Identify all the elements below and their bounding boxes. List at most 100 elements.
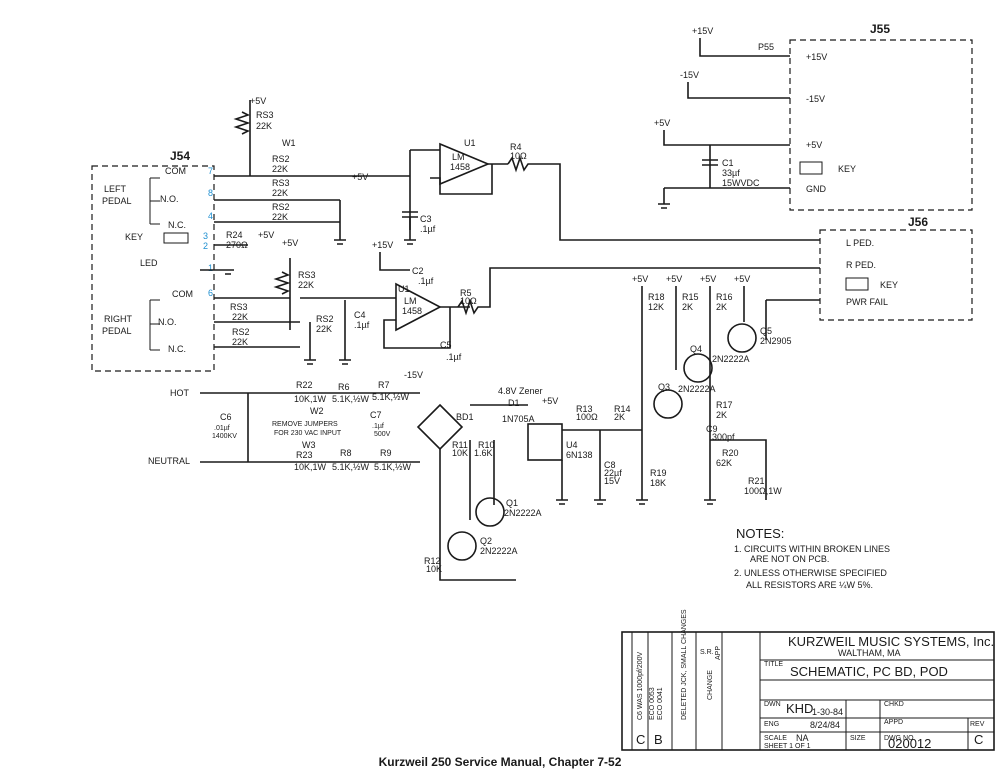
j55-label: J55 bbox=[870, 22, 890, 36]
rail-5v-top: +5V bbox=[250, 96, 266, 106]
q2-symbol bbox=[447, 531, 477, 561]
rail-drops bbox=[641, 286, 745, 500]
left-pedal-switch bbox=[149, 177, 160, 225]
pin-3: 3 bbox=[203, 231, 208, 241]
rail-5v-rs3c: +5V bbox=[282, 238, 298, 248]
rail-5v-r18: +5V bbox=[632, 274, 648, 284]
rail-15v-u1: +15V bbox=[372, 240, 393, 250]
c9-val: 300pf bbox=[712, 432, 735, 442]
q4-ref: Q4 bbox=[690, 344, 702, 354]
sheet-label: SHEET 1 OF 1 bbox=[764, 743, 811, 750]
r12-ref: R12 bbox=[424, 556, 441, 566]
w3-label: W3 bbox=[302, 440, 316, 450]
page-caption: Kurzweil 250 Service Manual, Chapter 7-5… bbox=[378, 755, 622, 769]
no-left-label: N.O. bbox=[160, 194, 179, 204]
r4-ref: R4 bbox=[510, 142, 522, 152]
change-col-label: CHANGE bbox=[707, 670, 714, 700]
note-1-line-2: ARE NOT ON PCB. bbox=[750, 554, 829, 564]
nc-left-label: N.C. bbox=[168, 220, 186, 230]
q1-part: 2N2222A bbox=[504, 508, 542, 518]
j54-region: J54 LEFT PEDAL RIGHT PEDAL COM N.O. N.C.… bbox=[91, 149, 215, 372]
q4-part: 2N2222A bbox=[712, 354, 750, 364]
rail-5v-q5: +5V bbox=[734, 274, 750, 284]
w2-label: W2 bbox=[310, 406, 324, 416]
rs3c-ref: RS3 bbox=[298, 270, 316, 280]
r11-val: 10K bbox=[452, 448, 468, 458]
u1a-lm: LM bbox=[452, 152, 465, 162]
j55-region: J55 P55 +15V -15V +5V +15V -15V +5V KEY … bbox=[654, 22, 973, 211]
rs3c-val: 22K bbox=[298, 280, 314, 290]
q4-symbol bbox=[683, 353, 713, 383]
rail-m15v-u1: -15V bbox=[404, 370, 423, 380]
rev-c-letter: C bbox=[636, 732, 645, 747]
left-pedal-label-2: PEDAL bbox=[102, 196, 132, 206]
c2-ref: C2 bbox=[412, 266, 424, 276]
drawn-date: 1-30-84 bbox=[812, 707, 843, 717]
r13-val: 100Ω bbox=[576, 412, 598, 422]
r6-val: 5.1K,½W bbox=[332, 394, 370, 404]
c5-val: .1µf bbox=[446, 352, 462, 362]
bd1-label: BD1 bbox=[456, 412, 474, 422]
r8-val: 5.1K,½W bbox=[332, 462, 370, 472]
q5-symbol bbox=[727, 323, 757, 353]
c4-ref: C4 bbox=[354, 310, 366, 320]
q3-ref: Q3 bbox=[658, 382, 670, 392]
j55-broken-outline bbox=[789, 39, 973, 211]
c1-val: 33µf bbox=[722, 168, 740, 178]
pedal-wires bbox=[214, 175, 410, 348]
company-name: KURZWEIL MUSIC SYSTEMS, Inc. bbox=[788, 634, 994, 649]
c9-ref: C9 bbox=[706, 424, 718, 434]
hot-label: HOT bbox=[170, 388, 190, 398]
q3-part: 2N2222A bbox=[678, 384, 716, 394]
c8-rating: 15V bbox=[604, 476, 620, 486]
c6-val: .01µf bbox=[214, 425, 230, 432]
note-1-line-1: 1. CIRCUITS WITHIN BROKEN LINES bbox=[734, 544, 890, 554]
j55-line-m15v: -15V bbox=[806, 94, 825, 104]
rs2b-val: 22K bbox=[272, 212, 288, 222]
r4-val: 10Ω bbox=[510, 151, 527, 161]
r14-val: 2K bbox=[614, 412, 625, 422]
rs2a-ref: RS2 bbox=[272, 154, 290, 164]
q5-ref: Q5 bbox=[760, 326, 772, 336]
c1-ref: C1 bbox=[722, 158, 734, 168]
j54-broken-outline bbox=[91, 165, 215, 372]
rev-value: C bbox=[974, 732, 983, 747]
rail-m15v-j55: -15V bbox=[680, 70, 699, 80]
dwg-no: 020012 bbox=[888, 736, 931, 751]
pin-8: 8 bbox=[208, 188, 213, 198]
ac-input: HOT NEUTRAL C6 .01µf 1400KV R22 10K,1W R… bbox=[148, 380, 642, 581]
r18-val: 12K bbox=[648, 302, 664, 312]
rail-5v-j55: +5V bbox=[654, 118, 670, 128]
u4-part: 6N138 bbox=[566, 450, 593, 460]
rs2c-val: 22K bbox=[316, 324, 332, 334]
r7-val: 5.1K,½W bbox=[372, 392, 410, 402]
pedal-wiring: +5V RS3 22K W1 RS2 22K RS3 22K RS2 22K R… bbox=[200, 96, 410, 348]
r15-val: 2K bbox=[682, 302, 693, 312]
ground-1 bbox=[334, 200, 346, 245]
size-label: SIZE bbox=[850, 735, 866, 742]
rs2c-ref: RS2 bbox=[316, 314, 334, 324]
r16-ref: R16 bbox=[716, 292, 733, 302]
rail-5v-mid: +5V bbox=[352, 172, 368, 182]
nc-right-label: N.C. bbox=[168, 344, 186, 354]
q3-symbol bbox=[653, 389, 683, 419]
c6-ref: C6 bbox=[220, 412, 232, 422]
rs2d-val: 22K bbox=[232, 337, 248, 347]
u1b-symbol bbox=[395, 282, 442, 332]
rs3-top-symbol bbox=[233, 111, 251, 135]
j55-line-key: KEY bbox=[838, 164, 856, 174]
rs3-top-val: 22K bbox=[256, 121, 272, 131]
r14-ref: R14 bbox=[614, 404, 631, 414]
c7-rating: 500V bbox=[374, 431, 391, 438]
note-2-line-1: 2. UNLESS OTHERWISE SPECIFIED bbox=[734, 568, 887, 578]
rail-5v-r16: +5V bbox=[700, 274, 716, 284]
pwr-fail-wire bbox=[765, 299, 820, 340]
rail-5v-r15: +5V bbox=[666, 274, 682, 284]
q1-symbol bbox=[475, 497, 505, 527]
c7-ref: C7 bbox=[370, 410, 382, 420]
r7-ref: R7 bbox=[378, 380, 390, 390]
drawn-by: KHD bbox=[786, 701, 813, 716]
scale-value: NA bbox=[796, 733, 809, 743]
rs3b-ref: RS3 bbox=[272, 178, 290, 188]
c5-ref: C5 bbox=[440, 340, 452, 350]
